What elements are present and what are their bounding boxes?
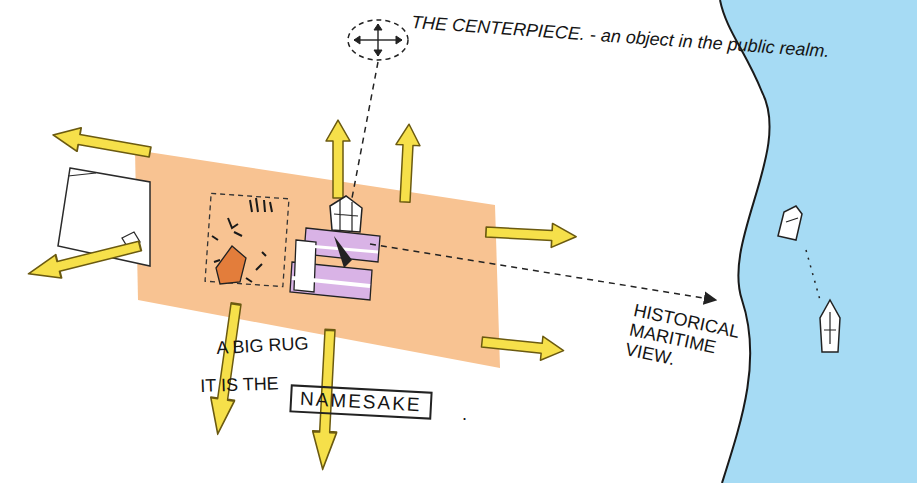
yellow-arrow <box>393 124 421 203</box>
yellow-arrow <box>326 120 350 198</box>
dashed-circle <box>348 20 408 60</box>
namesake-box: NAMESAKE <box>289 384 432 419</box>
arrow-head <box>374 50 382 56</box>
big-rug <box>135 150 500 368</box>
view-arrow <box>370 244 716 300</box>
arrow-head <box>374 24 382 30</box>
river <box>720 0 917 483</box>
arrow-head <box>354 36 360 44</box>
orange-figure <box>216 246 246 284</box>
yellow-arrow <box>51 123 152 164</box>
sketch-note: HISTORICAL MARITIME VIEW. <box>624 300 738 380</box>
yellow-arrow <box>485 220 576 249</box>
namesake-word: NAMESAKE <box>300 388 423 416</box>
river-bank <box>720 0 770 483</box>
centerpiece-circle: THE CENTERPIECE. - an object in the publ… <box>346 18 410 62</box>
yellow-arrow <box>26 234 143 285</box>
dotted-wake <box>806 250 820 300</box>
box-detail <box>68 173 96 176</box>
sketch-note: . <box>462 404 482 424</box>
dashed-leader <box>352 62 378 198</box>
seating-area <box>205 193 289 286</box>
sketch-note: IT IS THE <box>200 372 321 396</box>
boat <box>820 300 840 352</box>
arrow-head <box>396 36 402 44</box>
centerpiece-building <box>290 196 380 300</box>
yellow-arrow <box>206 302 248 435</box>
sketch-note: A BIG RUG <box>216 330 377 358</box>
boat <box>778 206 802 240</box>
circle-outline <box>346 18 410 62</box>
yellow-arrow <box>481 330 565 362</box>
